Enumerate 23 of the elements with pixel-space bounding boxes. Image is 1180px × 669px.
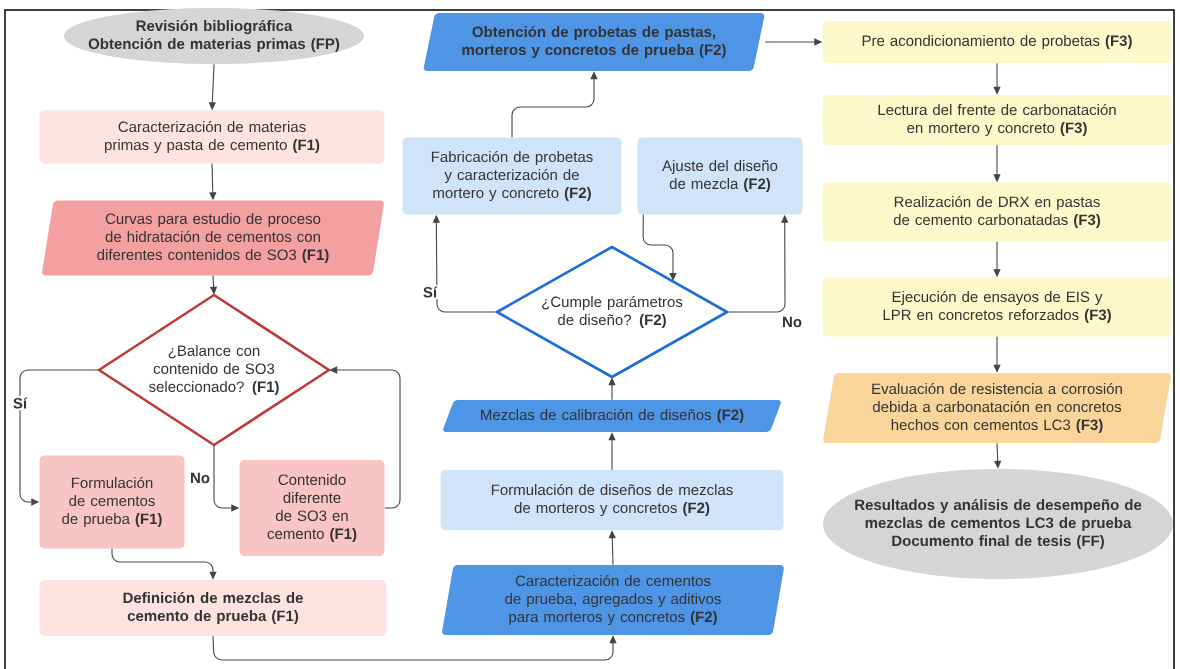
arrow [19,369,100,506]
edge-label: No [188,471,212,485]
process-box: Ejecución de ensayos de EIS y LPR en concretos reforzados (F3) [822,277,1172,337]
edge-label: Sí [11,395,29,411]
process-box: Formulación de cementos de prueba (F1) [39,455,185,549]
data-parallelogram: Mezclas de calibración de diseños (F2) [443,400,781,432]
data-parallelogram: Caracterización de cementos de prueba, agregados y aditivos para morteros y concretos (F2) [442,565,784,635]
arrow [642,214,677,281]
data-parallelogram: Curvas para estudio de proceso de hidratación de cementos con diferentes contenidos de SO3 (F1) [42,200,384,276]
process-box: Lectura del frente de carbonatación en mortero y concreto (F3) [822,95,1172,145]
edge-label: Sí [421,284,439,300]
data-parallelogram: Obtención de probetas de pastas, morteros y concretos de prueba (F2) [423,13,765,71]
edge-label: No [780,315,804,329]
process-box: Pre acondicionamiento de probetas (F3) [822,21,1172,63]
process-box: Formulación de diseños de mezclas de morteros y concretos (F2) [440,470,784,530]
process-box: Ajuste del diseño de mezcla (F2) [637,137,803,215]
process-box: Fabricación de probetas y caracterización de mortero y concreto (F2) [402,137,622,215]
process-box: Contenido diferente de SO3 en cemento (F1) [239,460,385,556]
arrow [212,635,617,661]
data-parallelogram: Evaluación de resistencia a corrosión debida a carbonatación en concretos hechos con cementos LC3 (F3) [823,373,1171,443]
process-box: Realización de DRX en pastas de cemento carbonatadas (F3) [822,182,1172,242]
process-box: Definición de mezclas de cemento de prueba (F1) [39,580,387,636]
process-box: Caracterización de materias primas y pasta de cemento (F1) [39,110,385,164]
